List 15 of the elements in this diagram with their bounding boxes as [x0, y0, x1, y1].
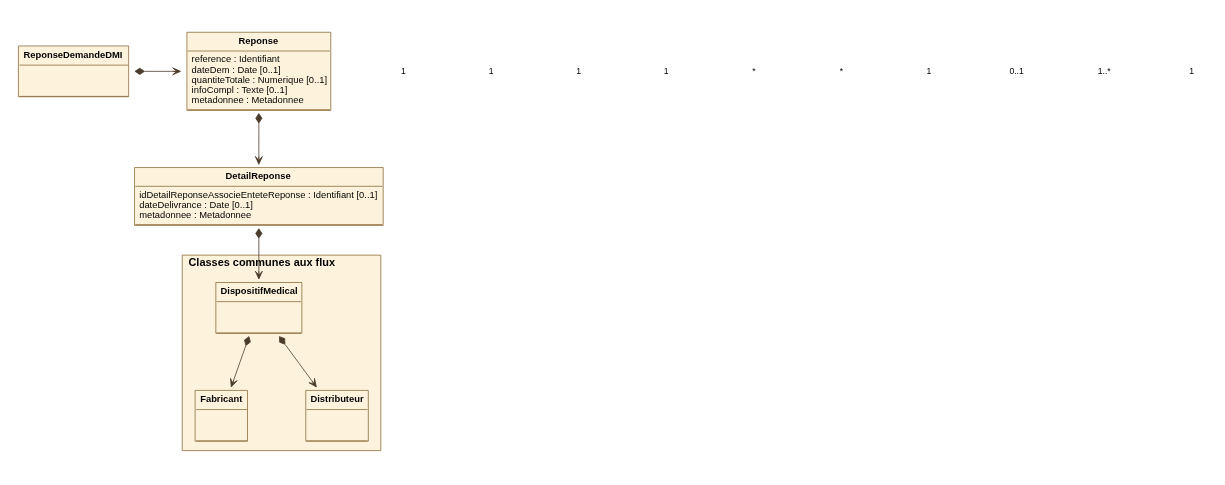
label: 0..1 — [1009, 65, 1024, 76]
label: 1..* — [1097, 65, 1111, 76]
label: 1 — [1189, 65, 1195, 76]
label: 1 — [401, 65, 406, 76]
arrow — [230, 335, 251, 387]
arrow — [254, 227, 263, 279]
arrow — [254, 112, 263, 165]
label: * — [752, 65, 756, 76]
arrow — [279, 335, 317, 387]
arrow — [134, 66, 181, 75]
label: 1 — [576, 65, 582, 76]
label: * — [839, 65, 844, 76]
label: 1 — [488, 65, 494, 76]
label: 1 — [926, 65, 932, 76]
label: 1 — [663, 65, 669, 76]
